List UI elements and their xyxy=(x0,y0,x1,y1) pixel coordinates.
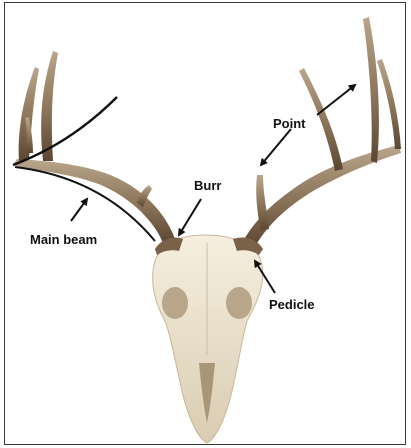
left-eye-socket xyxy=(162,287,188,319)
right-main-beam xyxy=(243,145,401,247)
deer-skull-illustration xyxy=(5,3,406,445)
diagram-frame: Main beam Burr Point Pedicle xyxy=(4,2,406,445)
left-antler xyxy=(13,51,175,243)
right-antler xyxy=(243,17,401,247)
point-arrow-up xyxy=(317,85,355,115)
right-tine-1 xyxy=(377,59,401,149)
burr-arrow xyxy=(179,199,201,235)
right-tine-2 xyxy=(363,17,379,163)
skull xyxy=(153,235,263,443)
pedicle-label: Pedicle xyxy=(269,298,315,311)
right-eye-socket xyxy=(226,287,252,319)
burr-label: Burr xyxy=(194,179,221,192)
main-beam-label: Main beam xyxy=(30,233,97,246)
point-label: Point xyxy=(273,117,306,130)
point-arrow-down xyxy=(261,129,291,165)
main-beam-arrow xyxy=(71,199,87,221)
